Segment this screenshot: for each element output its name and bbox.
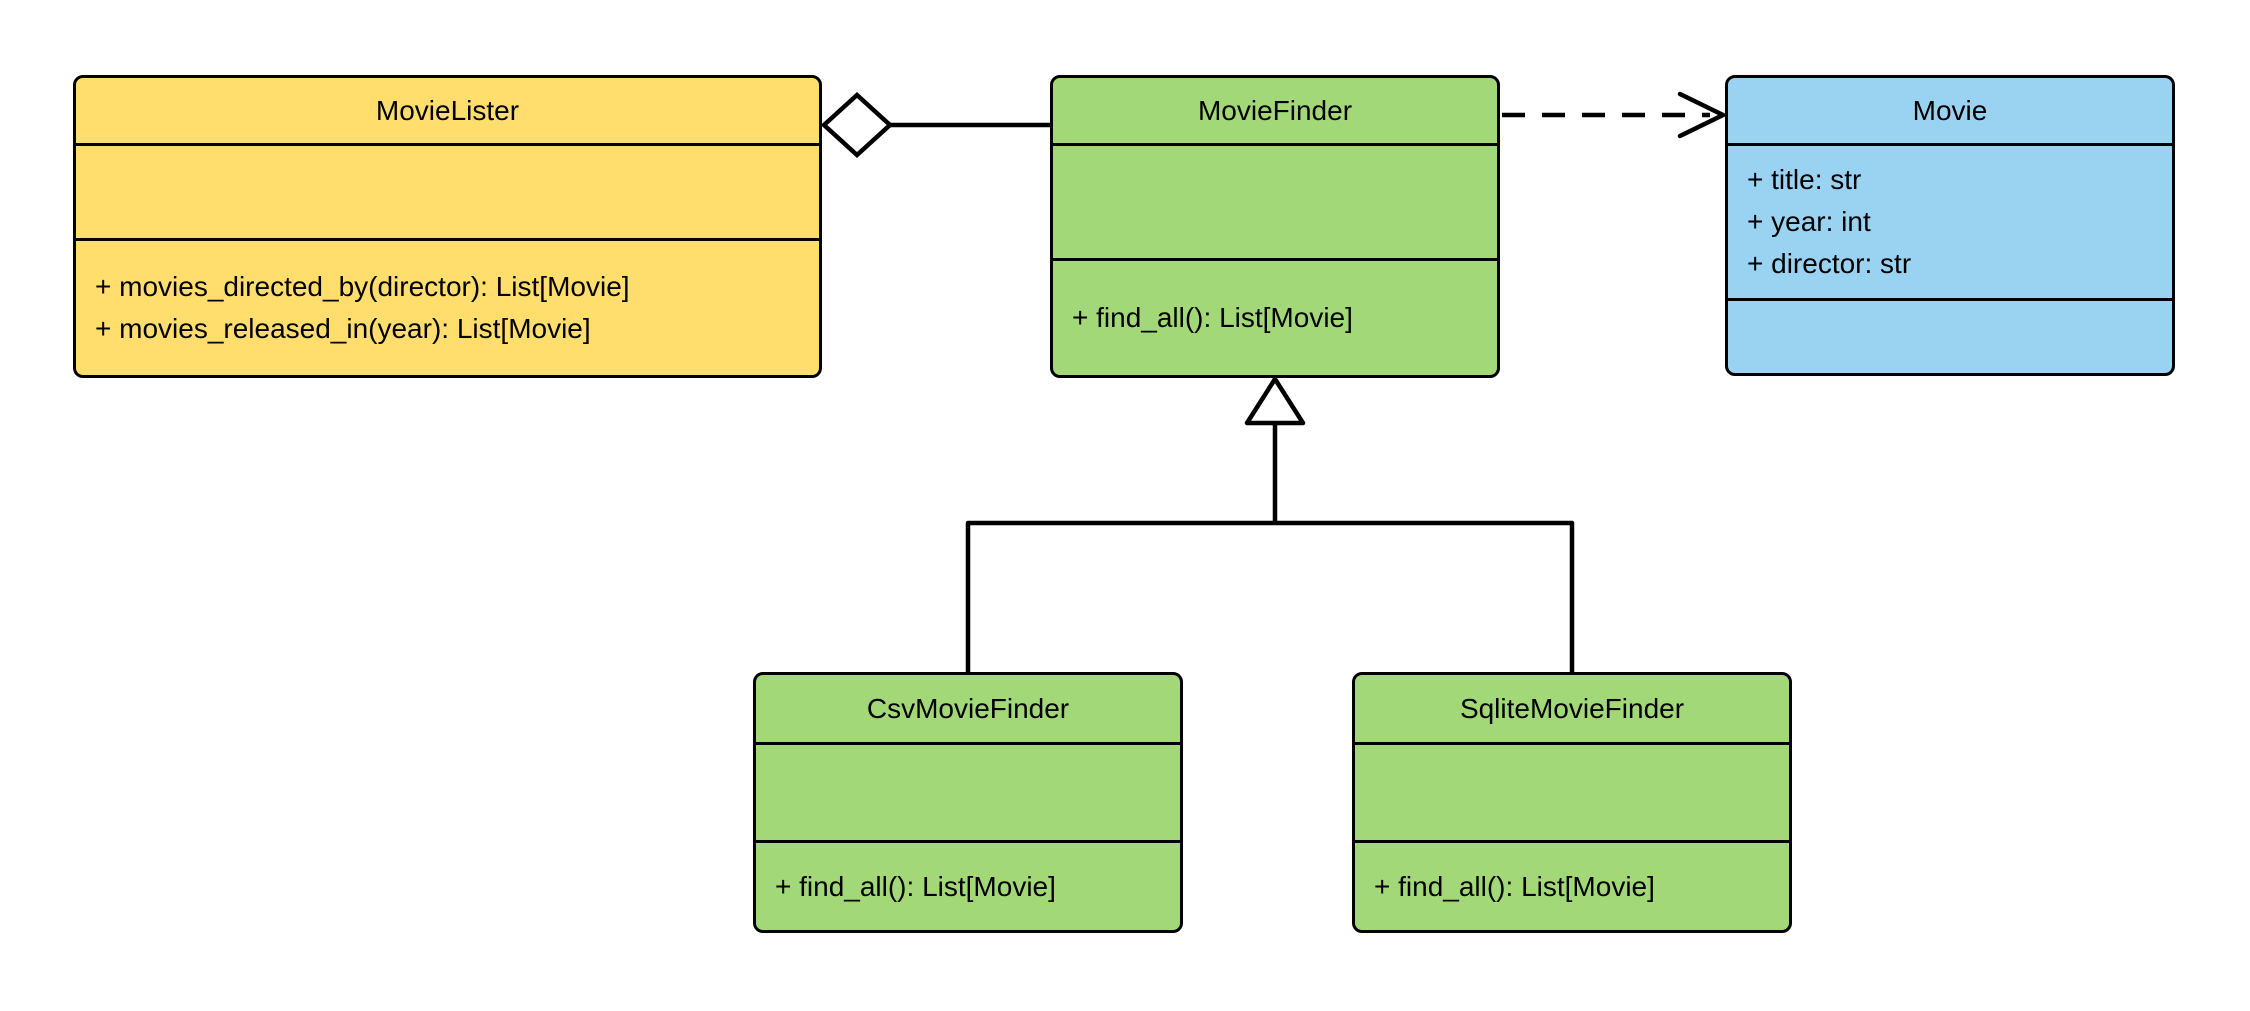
class-attributes-compartment bbox=[1053, 146, 1497, 261]
class-name: SqliteMovieFinder bbox=[1355, 675, 1789, 745]
class-box-sqlitemoviefinder: SqliteMovieFinder + find_all(): List[Mov… bbox=[1352, 672, 1792, 933]
class-method: + movies_released_in(year): List[Movie] bbox=[95, 313, 591, 344]
class-methods-compartment: + movies_directed_by(director): List[Mov… bbox=[76, 241, 819, 375]
class-attribute: + year: int bbox=[1747, 206, 1871, 237]
inheritance-connector-subclasses-moviefinder bbox=[965, 376, 1575, 673]
class-method: + movies_directed_by(director): List[Mov… bbox=[95, 271, 630, 302]
class-method: + find_all(): List[Movie] bbox=[1072, 302, 1353, 333]
class-box-movielister: MovieLister + movies_directed_by(directo… bbox=[73, 75, 822, 378]
aggregation-connector-movielister-moviefinder bbox=[820, 91, 1050, 159]
class-methods-compartment bbox=[1728, 301, 2172, 373]
class-name: MovieFinder bbox=[1053, 78, 1497, 146]
class-method: + find_all(): List[Movie] bbox=[1374, 870, 1655, 902]
class-attributes-compartment bbox=[756, 745, 1180, 843]
class-name: CsvMovieFinder bbox=[756, 675, 1180, 745]
class-attributes-compartment bbox=[76, 146, 819, 241]
class-method: + find_all(): List[Movie] bbox=[775, 870, 1056, 902]
class-methods-compartment: + find_all(): List[Movie] bbox=[1355, 843, 1789, 930]
dependency-connector-moviefinder-movie bbox=[1502, 91, 1729, 139]
class-name: MovieLister bbox=[76, 78, 819, 146]
class-attributes-compartment: + title: str + year: int + director: str bbox=[1728, 146, 2172, 301]
class-methods-compartment: + find_all(): List[Movie] bbox=[756, 843, 1180, 930]
class-box-movie: Movie + title: str + year: int + directo… bbox=[1725, 75, 2175, 376]
class-name: Movie bbox=[1728, 78, 2172, 146]
class-attribute: + title: str bbox=[1747, 164, 1862, 195]
hollow-diamond-icon bbox=[820, 91, 894, 159]
class-attributes-compartment bbox=[1355, 745, 1789, 843]
class-methods-compartment: + find_all(): List[Movie] bbox=[1053, 261, 1497, 375]
class-attribute: + director: str bbox=[1747, 248, 1912, 279]
open-arrowhead-icon bbox=[1677, 91, 1729, 139]
class-box-moviefinder: MovieFinder + find_all(): List[Movie] bbox=[1050, 75, 1500, 378]
class-box-csvmoviefinder: CsvMovieFinder + find_all(): List[Movie] bbox=[753, 672, 1183, 933]
hollow-triangle-icon bbox=[1244, 376, 1306, 426]
